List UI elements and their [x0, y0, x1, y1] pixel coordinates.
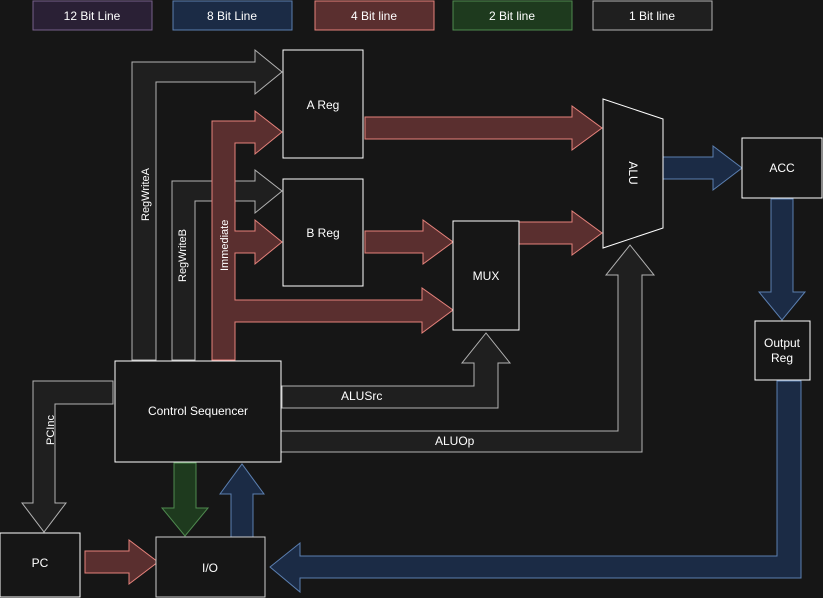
aluop-line — [276, 244, 656, 453]
immediate-label: Immediate — [219, 220, 231, 271]
eight-bit-lines — [219, 144, 807, 594]
b-reg-label: B Reg — [306, 226, 339, 240]
legend-12-bit-label: 12 Bit Line — [64, 9, 121, 23]
b-reg-block: B Reg — [282, 178, 364, 287]
pc-block: PC — [0, 532, 81, 598]
immediate-line — [211, 109, 454, 361]
io-to-control-line — [219, 463, 265, 538]
aluop-label: ALUOp — [435, 434, 475, 448]
acc-block: ACC — [741, 137, 823, 199]
alu-to-acc-line — [662, 144, 743, 192]
a-reg-block: A Reg — [282, 49, 364, 159]
acc-to-output-reg-line — [757, 198, 807, 321]
legend: 12 Bit Line 8 Bit Line 4 Bit line 2 Bit … — [32, 0, 713, 31]
pc-to-io-line — [84, 538, 159, 586]
mux-to-alu-line — [518, 210, 603, 256]
legend-4-bit: 4 Bit line — [314, 0, 435, 31]
control-sequencer-block: Control Sequencer — [114, 360, 282, 463]
b-reg-to-mux-line — [364, 219, 454, 265]
alusrc-line — [281, 332, 512, 409]
output-reg-to-io-line — [269, 380, 802, 594]
io-block: I/O — [155, 536, 266, 598]
legend-8-bit: 8 Bit Line — [172, 0, 293, 31]
legend-4-bit-label: 4 Bit line — [351, 9, 397, 23]
mux-label: MUX — [473, 269, 500, 283]
legend-2-bit: 2 Bit line — [452, 0, 573, 31]
regwrite-a-label: RegWriteA — [140, 167, 152, 221]
mux-block: MUX — [452, 220, 520, 331]
legend-2-bit-label: 2 Bit line — [489, 9, 535, 23]
alu-label: ALU — [626, 161, 640, 184]
io-label: I/O — [202, 561, 218, 575]
alusrc-label: ALUSrc — [341, 389, 382, 403]
pcinc-label: PCInc — [45, 415, 57, 445]
a-reg-to-alu-line — [364, 105, 603, 151]
signal-labels: RegWriteA RegWriteB Immediate ALUSrc ALU… — [45, 167, 475, 448]
a-reg-label: A Reg — [307, 98, 340, 112]
legend-1-bit: 1 Bit line — [592, 0, 713, 31]
output-reg-block: Output Reg — [754, 320, 811, 381]
pcinc-line — [20, 380, 114, 533]
control-lines — [20, 48, 656, 533]
regwrite-b-label: RegWriteB — [177, 229, 189, 282]
control-sequencer-label: Control Sequencer — [148, 404, 248, 418]
legend-1-bit-label: 1 Bit line — [629, 9, 675, 23]
two-bit-lines — [160, 462, 210, 537]
pc-label: PC — [32, 556, 49, 570]
output-reg-label-line1: Output — [764, 336, 801, 350]
output-reg-label-line2: Reg — [771, 351, 793, 365]
alu-block: ALU — [602, 98, 664, 249]
legend-12-bit: 12 Bit Line — [32, 0, 153, 31]
four-bit-lines — [84, 105, 603, 586]
acc-label: ACC — [769, 161, 795, 175]
legend-8-bit-label: 8 Bit Line — [207, 9, 257, 23]
blocks: A Reg B Reg MUX ALU ACC Output Reg Contr… — [0, 49, 823, 598]
control-to-io-line — [160, 462, 210, 537]
regwrite-a-line — [131, 48, 283, 361]
